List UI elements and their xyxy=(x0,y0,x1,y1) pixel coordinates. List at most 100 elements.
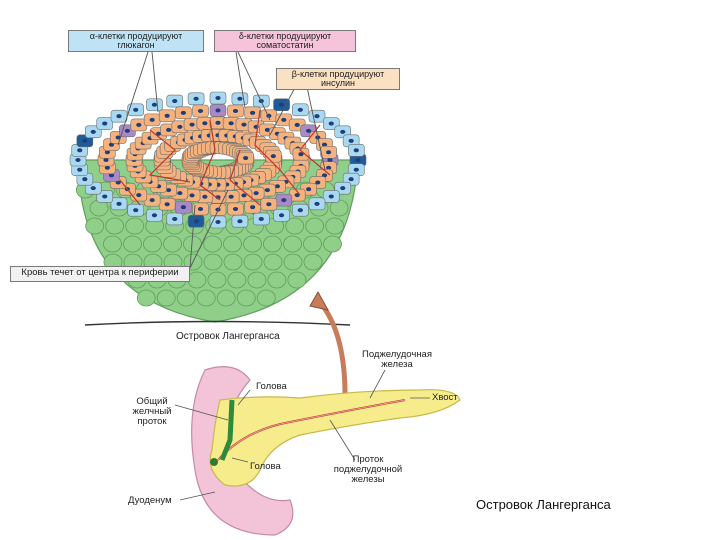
cell-nucleus xyxy=(353,148,359,153)
head-lower-label: Голова xyxy=(250,461,281,472)
cell-nucleus xyxy=(103,158,109,162)
cell-nucleus xyxy=(215,120,221,125)
alpha-cells-label: α-клетки продуцируют глюкагон xyxy=(68,30,204,52)
exocrine-cell xyxy=(325,217,345,235)
cell-nucleus xyxy=(215,220,221,224)
cell-nucleus xyxy=(253,191,259,196)
exocrine-cell xyxy=(187,271,207,289)
cell-nucleus xyxy=(298,152,304,157)
cell-nucleus xyxy=(104,150,110,155)
cell-nucleus xyxy=(77,167,83,172)
cell-nucleus xyxy=(90,129,96,134)
cell-nucleus xyxy=(75,158,81,162)
cell-nucleus xyxy=(136,193,142,198)
cell-nucleus xyxy=(340,129,346,134)
exocrine-cell xyxy=(267,271,287,289)
cell-nucleus xyxy=(326,150,332,155)
blood-flow-label: Кровь течет от центра к периферии xyxy=(10,266,190,282)
cell-nucleus xyxy=(177,191,183,196)
cell-nucleus xyxy=(314,201,320,206)
cell-nucleus xyxy=(297,208,303,213)
exocrine-cell xyxy=(123,235,142,253)
cell-nucleus xyxy=(266,202,272,207)
cell-nucleus xyxy=(202,194,208,199)
cell-nucleus xyxy=(237,96,243,101)
exocrine-cell xyxy=(156,289,176,307)
cell-nucleus xyxy=(355,158,361,162)
cell-nucleus xyxy=(189,122,195,127)
cell-nucleus xyxy=(116,201,122,206)
cell-nucleus xyxy=(77,148,83,153)
exocrine-cell xyxy=(287,271,307,289)
cell-nucleus xyxy=(164,113,170,118)
exocrine-cell xyxy=(263,235,282,253)
cell-nucleus xyxy=(232,206,239,211)
cell-nucleus xyxy=(274,184,280,189)
exocrine-cell xyxy=(256,289,276,307)
cell-nucleus xyxy=(278,213,285,218)
cell-nucleus xyxy=(104,165,110,170)
cell-nucleus xyxy=(166,127,172,132)
cell-nucleus xyxy=(189,193,195,198)
cell-nucleus xyxy=(193,96,199,101)
cell-nucleus xyxy=(327,158,333,162)
cell-nucleus xyxy=(116,114,122,119)
cell-nucleus xyxy=(321,142,328,147)
exocrine-cell xyxy=(203,253,223,271)
cell-nucleus xyxy=(215,108,221,113)
cell-nucleus xyxy=(102,121,108,126)
cell-nucleus xyxy=(108,173,115,178)
cell-nucleus xyxy=(328,194,334,199)
blood-vessels xyxy=(119,109,331,206)
exocrine-cell xyxy=(103,235,122,253)
exocrine-cell xyxy=(243,253,263,271)
cell-nucleus xyxy=(340,186,346,191)
cell-nucleus xyxy=(294,122,300,127)
cell-nucleus xyxy=(250,205,256,210)
exocrine-cell xyxy=(105,217,125,235)
exocrine-cell xyxy=(216,289,236,307)
exocrine-cell xyxy=(207,271,227,289)
islet-title-label: Островок Лангерганса xyxy=(176,331,280,342)
cell-nucleus xyxy=(228,121,234,126)
cell-nucleus xyxy=(90,186,96,191)
cell-nucleus xyxy=(306,187,312,192)
cell-nucleus xyxy=(243,156,249,161)
bile-duct-label: Общий желчный проток xyxy=(132,396,172,427)
cell-nucleus xyxy=(250,110,256,115)
cell-nucleus xyxy=(180,110,186,115)
cell-nucleus xyxy=(326,165,332,170)
cell-nucleus xyxy=(241,122,247,127)
exocrine-cell xyxy=(263,253,283,271)
cell-nucleus xyxy=(197,109,204,114)
cell-nucleus xyxy=(297,107,303,112)
cell-nucleus xyxy=(270,154,276,159)
tail-label: Хвост xyxy=(432,392,458,403)
exocrine-cell xyxy=(283,253,303,271)
exocrine-cell xyxy=(303,253,323,271)
cell-nucleus xyxy=(133,208,139,213)
exocrine-cell xyxy=(196,289,216,307)
islet-cells xyxy=(69,91,367,229)
cell-nucleus xyxy=(180,205,186,210)
cell-nucleus xyxy=(197,206,204,211)
exocrine-cell xyxy=(285,217,305,235)
exocrine-cell xyxy=(176,289,196,307)
cell-nucleus xyxy=(82,138,88,143)
cell-nucleus xyxy=(136,122,142,127)
cell-nucleus xyxy=(115,135,121,140)
cell-nucleus xyxy=(264,188,270,193)
exocrine-cell xyxy=(247,271,267,289)
cell-nucleus xyxy=(215,96,221,100)
cell-nucleus xyxy=(82,177,88,182)
exocrine-cell xyxy=(136,289,156,307)
exocrine-cell xyxy=(223,235,242,253)
label-leaders xyxy=(174,369,430,501)
exocrine-cell xyxy=(305,217,325,235)
pancreatic-duct-label: Проток поджелудочной железы xyxy=(333,454,403,485)
exocrine-cell xyxy=(243,235,262,253)
exocrine-cell xyxy=(143,235,162,253)
cell-nucleus xyxy=(237,219,243,224)
cell-nucleus xyxy=(281,117,287,122)
exocrine-cell xyxy=(163,235,182,253)
